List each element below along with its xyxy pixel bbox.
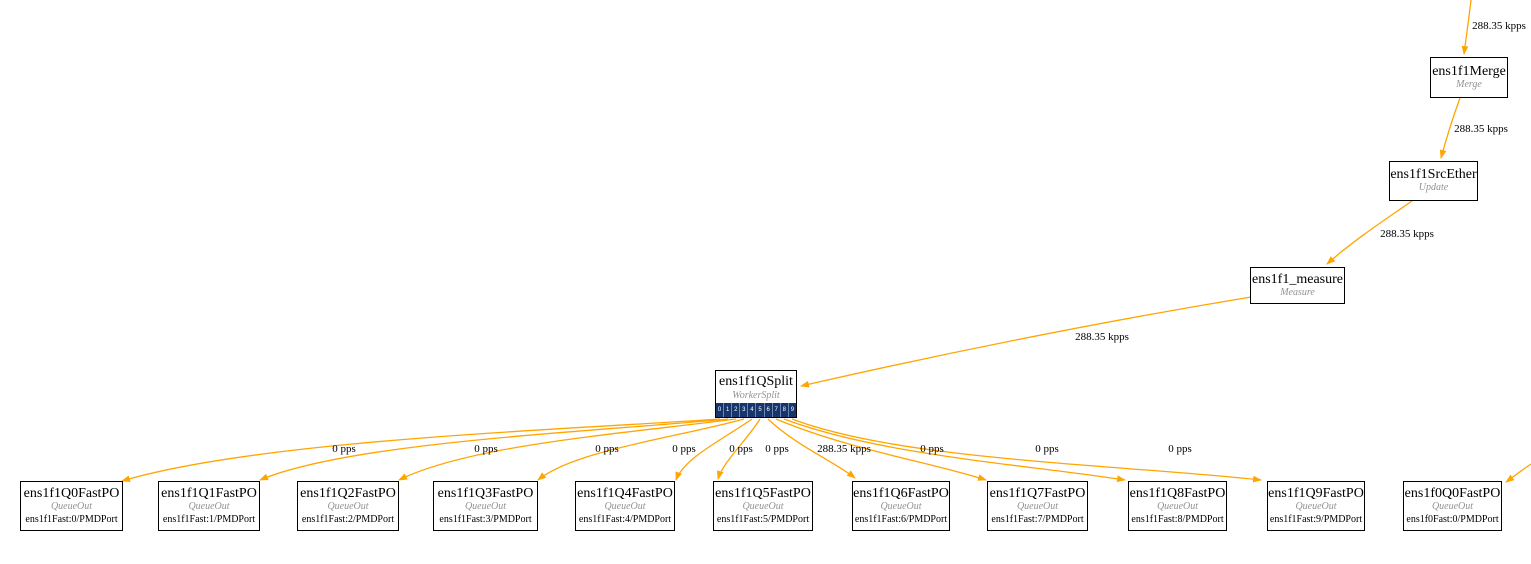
qsplit-port-9: 9 [787,403,796,417]
node-subtitle: QueueOut [50,501,93,513]
edge-label: 288.35 kpps [1472,20,1526,32]
edge-in-f0q0 [1505,463,1531,483]
qsplit-port-3: 3 [739,403,747,417]
node-title: ens1f1QSplit [719,374,793,390]
edge-label: 0 pps [1035,443,1059,455]
node-subtitle: QueueOut [327,501,369,513]
node-title: ens1f1_measure [1252,271,1343,287]
edge-qsplit-q6 [767,418,856,479]
node-subtitle: QueueOut [604,501,646,513]
edge-qsplit-q1 [259,418,729,481]
node-title: ens1f1Q2FastPO [300,485,396,501]
node-port: ens1f1Fast:7/PMDPort [991,513,1084,525]
edge-label: 0 pps [672,443,696,455]
node-subtitle: QueueOut [1016,501,1059,513]
node-subtitle: Update [1418,182,1449,194]
node-ens1f1Merge: ens1f1Merge Merge [1430,57,1508,98]
node-subtitle: QueueOut [742,501,784,513]
node-subtitle: Measure [1280,286,1315,298]
edge-srcether-measure [1326,200,1413,265]
node-ens1f1Q9FastPO: ens1f1Q9FastPO QueueOut ens1f1Fast:9/PMD… [1267,481,1365,531]
node-ens1f0Q0FastPO: ens1f0Q0FastPO QueueOut ens1f0Fast:0/PMD… [1403,481,1502,531]
edge-label: 288.35 kpps [1454,123,1508,135]
node-ens1f1Q8FastPO: ens1f1Q8FastPO QueueOut ens1f1Fast:8/PMD… [1128,481,1227,531]
edge-label: 0 pps [765,443,789,455]
edge-qsplit-q4 [675,418,753,481]
edge-merge-srcether [1439,97,1461,159]
node-port: ens1f1Fast:1/PMDPort [162,513,256,525]
node-title: ens1f1Q8FastPO [1129,485,1226,501]
edge-qsplit-q7 [775,418,987,481]
edge-label: 0 pps [1168,443,1192,455]
edge-label: 0 pps [920,443,944,455]
edge-label: 288.35 kpps [1075,331,1129,343]
node-subtitle: Merge [1456,78,1482,90]
qsplit-port-strip: 0 1 2 3 4 5 6 7 8 9 [716,403,796,417]
node-port: ens1f1Fast:4/PMDPort [578,513,672,525]
node-port: ens1f1Fast:3/PMDPort [439,513,532,525]
node-subtitle: QueueOut [1295,501,1337,513]
qsplit-port-2: 2 [731,403,739,417]
node-port: ens1f0Fast:0/PMDPort [1406,513,1499,525]
node-port: ens1f1Fast:9/PMDPort [1269,513,1363,525]
node-title: ens1f1Q9FastPO [1268,485,1364,501]
node-title: ens1f1Q5FastPO [715,485,811,501]
node-ens1f1QSplit: ens1f1QSplit WorkerSplit 0 1 2 3 4 5 6 7… [715,370,797,418]
node-title: ens1f1Q4FastPO [577,485,673,501]
node-port: ens1f1Fast:6/PMDPort [854,513,948,525]
node-title: ens1f1SrcEther [1390,167,1477,183]
node-ens1f1Q1FastPO: ens1f1Q1FastPO QueueOut ens1f1Fast:1/PMD… [158,481,260,531]
edge-qsplit-q0 [121,418,721,482]
node-title: ens1f1Q1FastPO [161,485,257,501]
node-subtitle: QueueOut [188,501,230,513]
node-title: ens1f1Q7FastPO [989,485,1086,501]
qsplit-port-1: 1 [723,403,731,417]
edge-label: 288.35 kpps [1380,228,1434,240]
qsplit-port-7: 7 [771,403,780,417]
qsplit-port-0: 0 [717,407,722,413]
node-title: ens1f1Q3FastPO [437,485,534,501]
edge-qsplit-q8 [783,418,1126,483]
node-ens1f1-measure: ens1f1_measure Measure [1250,267,1345,304]
edge-in-merge [1461,0,1472,55]
edge-qsplit-q3 [537,418,745,481]
node-title: ens1f0Q0FastPO [1404,485,1501,501]
edge-qsplit-q2 [398,418,737,481]
edge-label: 0 pps [332,443,356,455]
qsplit-port-8: 8 [779,403,788,417]
node-title: ens1f1Q6FastPO [853,485,949,501]
edge-qsplit-q9 [791,418,1262,483]
qsplit-port-6: 6 [763,403,772,417]
edge-label: 0 pps [474,443,498,455]
node-subtitle: QueueOut [464,501,507,513]
qsplit-port-5: 5 [755,403,763,417]
node-title: ens1f1Merge [1432,63,1506,79]
node-ens1f1Q4FastPO: ens1f1Q4FastPO QueueOut ens1f1Fast:4/PMD… [575,481,675,531]
qsplit-port-4: 4 [747,403,755,417]
node-ens1f1Q2FastPO: ens1f1Q2FastPO QueueOut ens1f1Fast:2/PMD… [297,481,399,531]
edge-label: 0 pps [595,443,619,455]
node-title: ens1f1Q0FastPO [23,485,120,501]
node-ens1f1Q0FastPO: ens1f1Q0FastPO QueueOut ens1f1Fast:0/PMD… [20,481,123,531]
node-ens1f1Q5FastPO: ens1f1Q5FastPO QueueOut ens1f1Fast:5/PMD… [713,481,813,531]
edge-qsplit-q5 [717,418,761,480]
node-ens1f1Q7FastPO: ens1f1Q7FastPO QueueOut ens1f1Fast:7/PMD… [987,481,1088,531]
node-subtitle: WorkerSplit [732,389,780,401]
edge-label: 288.35 kpps [817,443,871,455]
node-port: ens1f1Fast:0/PMDPort [25,513,118,525]
edge-label: 0 pps [729,443,753,455]
node-port: ens1f1Fast:8/PMDPort [1131,513,1224,525]
node-subtitle: QueueOut [1156,501,1199,513]
node-subtitle: QueueOut [1431,501,1474,513]
node-subtitle: QueueOut [880,501,922,513]
node-port: ens1f1Fast:5/PMDPort [716,513,810,525]
node-port: ens1f1Fast:2/PMDPort [301,513,395,525]
edge-measure-qsplit [800,296,1252,388]
node-ens1f1Q6FastPO: ens1f1Q6FastPO QueueOut ens1f1Fast:6/PMD… [852,481,950,531]
node-ens1f1SrcEther: ens1f1SrcEther Update [1389,161,1478,201]
node-ens1f1Q3FastPO: ens1f1Q3FastPO QueueOut ens1f1Fast:3/PMD… [433,481,538,531]
